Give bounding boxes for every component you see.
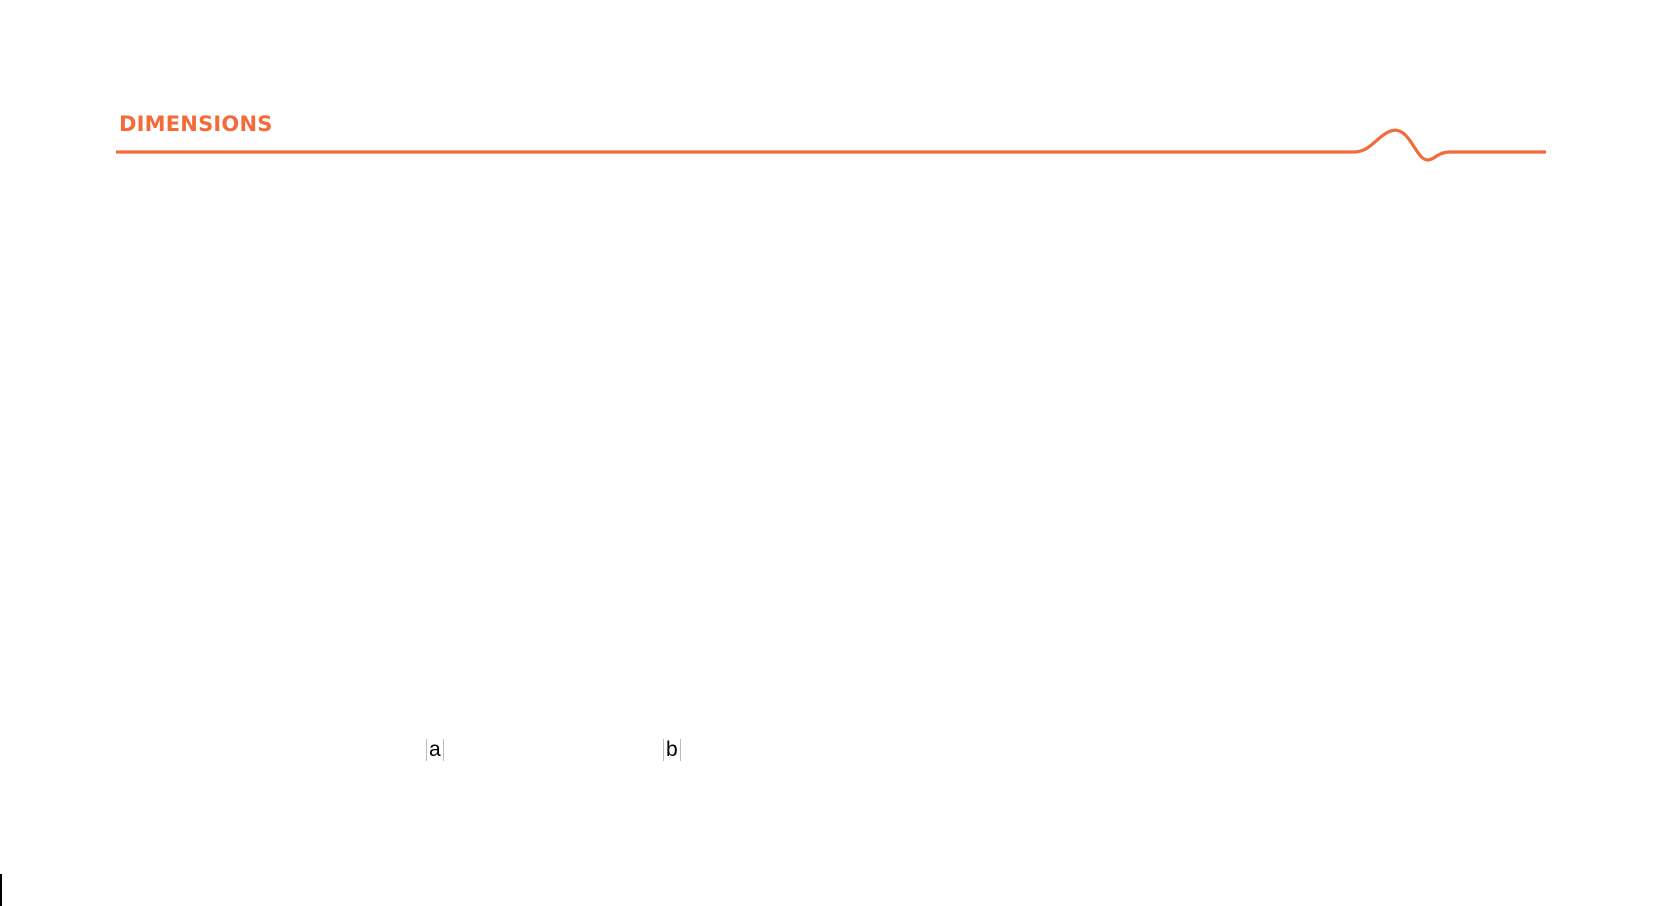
section-divider [116,128,1546,162]
divider-wave-line [116,128,1546,162]
figure-label-b: b [663,739,681,761]
section-title: DIMENSIONS [119,112,273,136]
figure-label-a: a [426,739,444,761]
page-edge-marker [0,874,2,906]
